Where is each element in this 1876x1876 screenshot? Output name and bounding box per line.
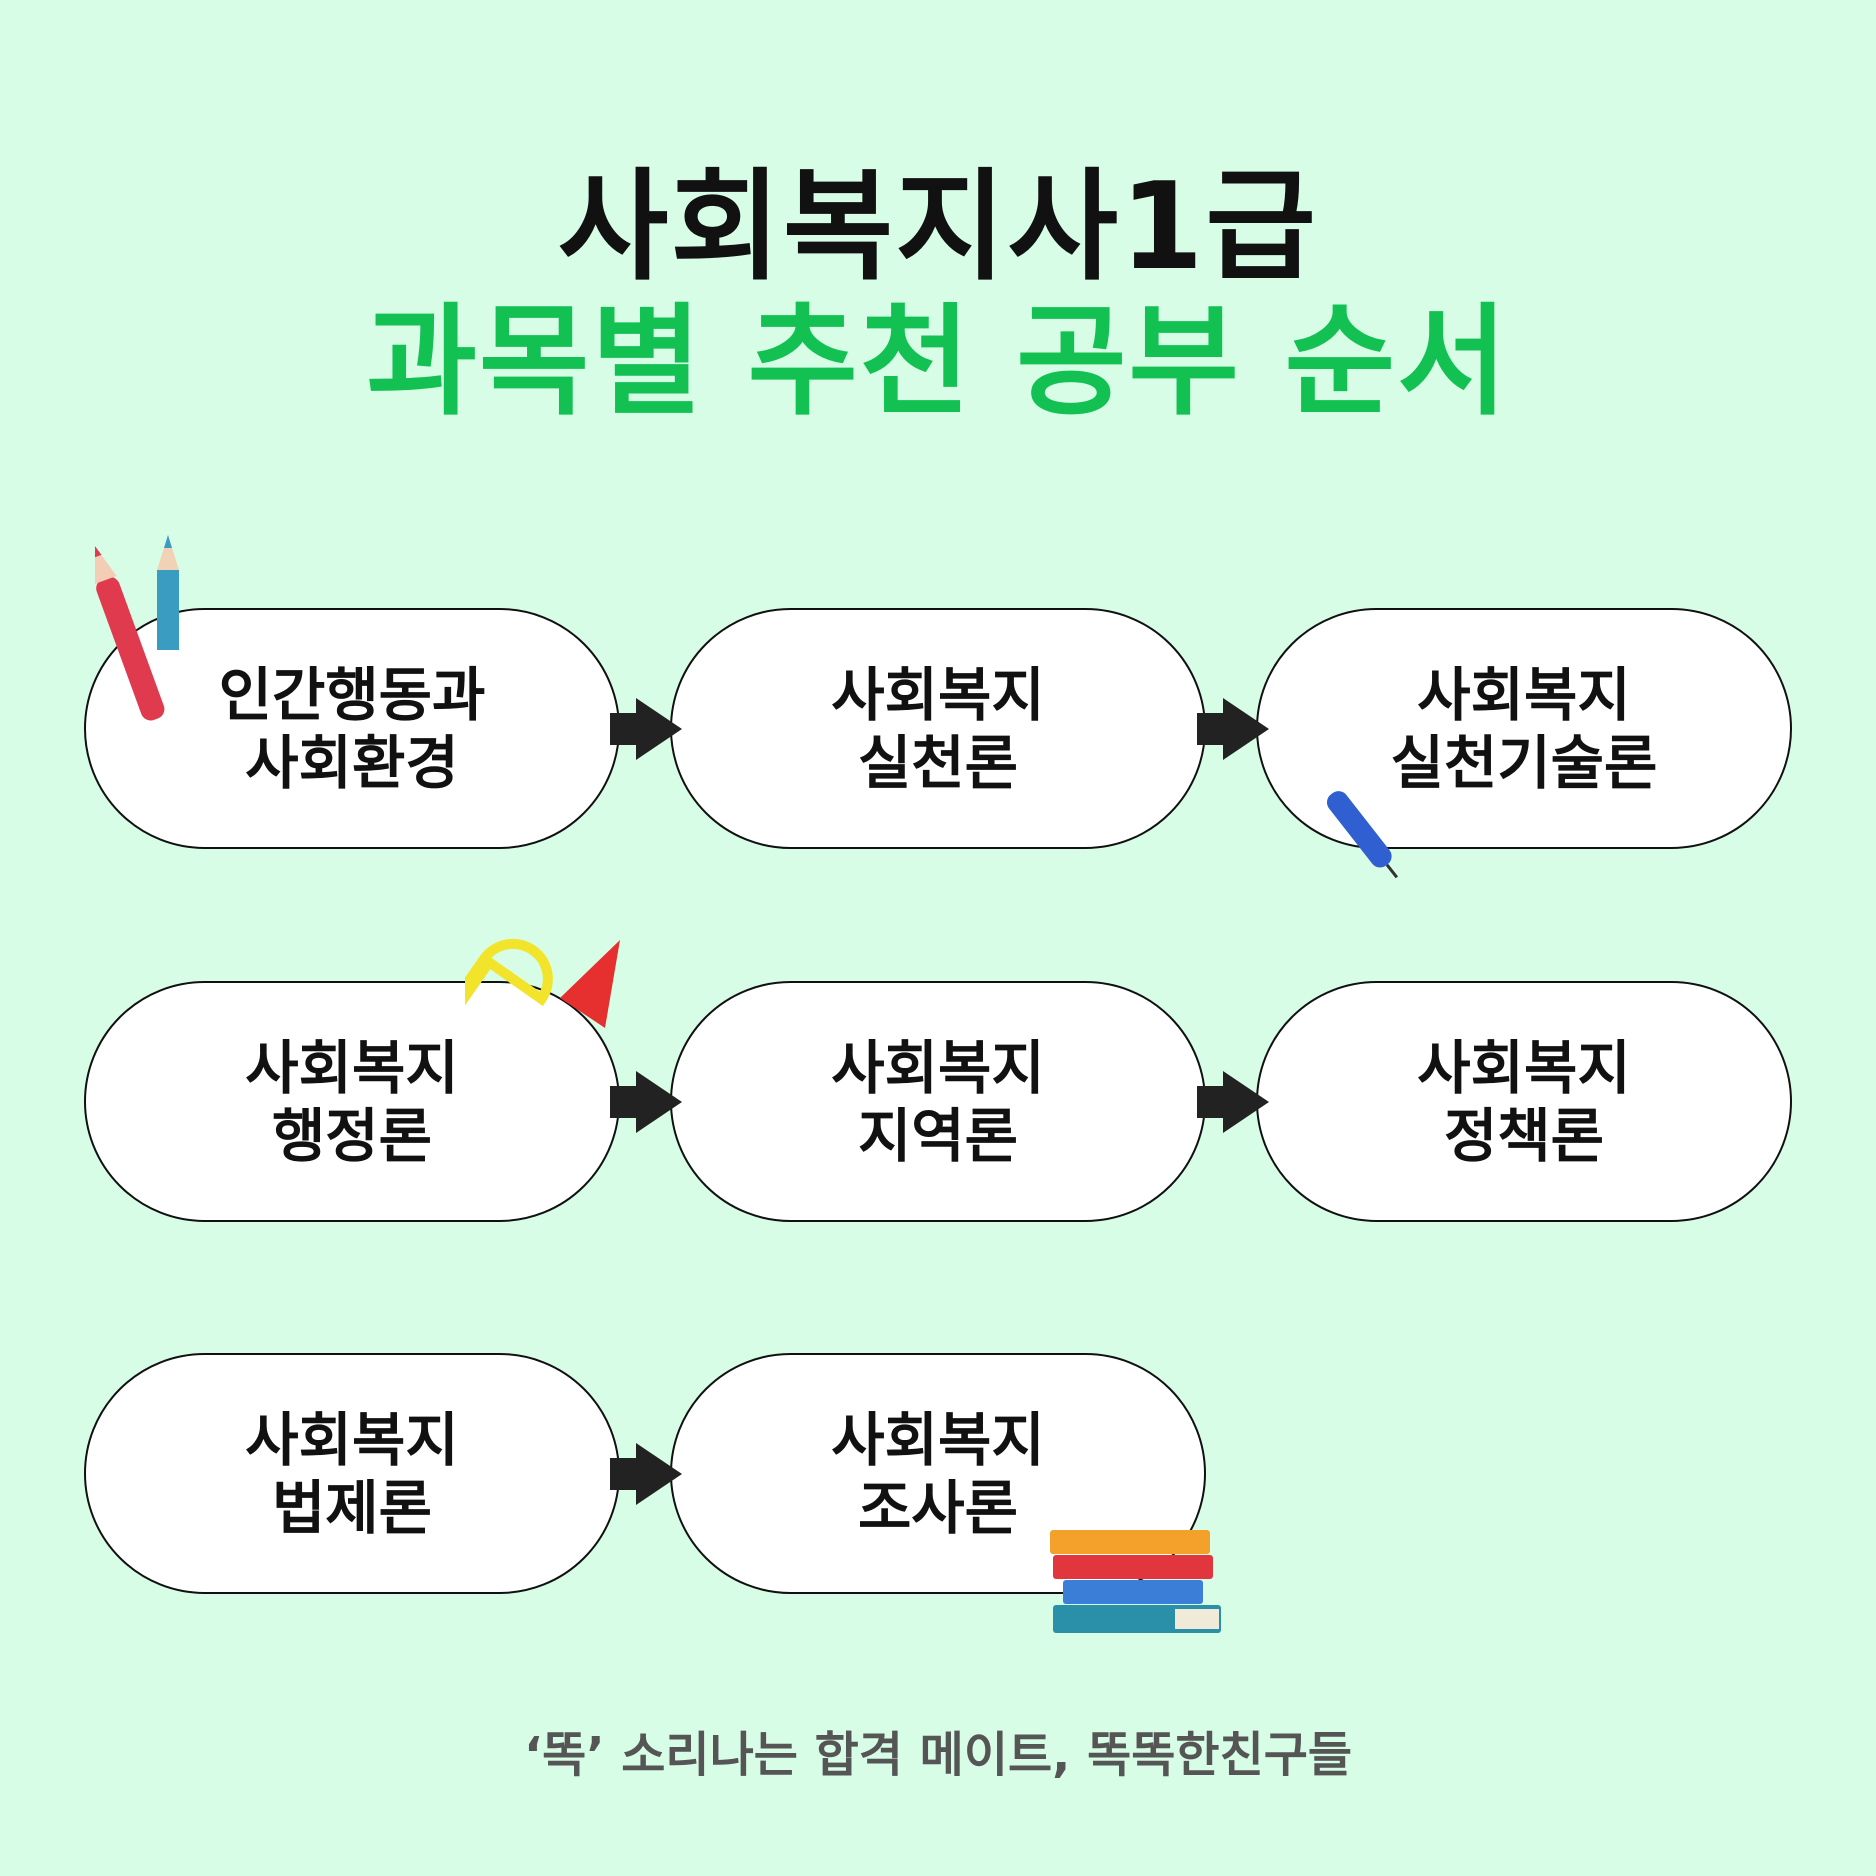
page-subtitle: 과목별 추천 공부 순서 bbox=[366, 293, 1510, 432]
step-label: 인간행동과 사회환경 bbox=[218, 660, 486, 797]
step-1: 인간행동과 사회환경 bbox=[84, 608, 620, 849]
step-label: 사회복지 실천론 bbox=[831, 660, 1045, 797]
page-title: 사회복지사1급 bbox=[558, 158, 1318, 297]
step-label: 사회복지 실천기술론 bbox=[1390, 660, 1658, 797]
arrow-right-icon bbox=[1197, 1071, 1269, 1133]
step-8: 사회복지 조사론 bbox=[670, 1353, 1206, 1594]
pencils-icon bbox=[95, 535, 179, 721]
arrow-right-icon bbox=[610, 1443, 682, 1505]
pen-icon bbox=[1326, 791, 1399, 879]
step-4: 사회복지 행정론 bbox=[84, 981, 620, 1222]
step-5: 사회복지 지역론 bbox=[670, 981, 1206, 1222]
step-2: 사회복지 실천론 bbox=[670, 608, 1206, 849]
step-label: 사회복지 조사론 bbox=[831, 1405, 1045, 1542]
step-label: 사회복지 법제론 bbox=[245, 1405, 459, 1542]
step-6: 사회복지 정책론 bbox=[1256, 981, 1792, 1222]
footer-tagline: ‘똑’ 소리나는 합격 메이트, 똑똑한친구들 bbox=[523, 1727, 1353, 1783]
step-label: 사회복지 정책론 bbox=[1417, 1033, 1631, 1170]
arrow-right-icon bbox=[610, 1071, 682, 1133]
books-icon bbox=[1050, 1530, 1221, 1633]
step-7: 사회복지 법제론 bbox=[84, 1353, 620, 1594]
arrow-right-icon bbox=[1197, 698, 1269, 760]
step-label: 사회복지 행정론 bbox=[245, 1033, 459, 1170]
ruler-protractor-icon bbox=[465, 938, 620, 1028]
step-label: 사회복지 지역론 bbox=[831, 1033, 1045, 1170]
arrow-right-icon bbox=[610, 698, 682, 760]
